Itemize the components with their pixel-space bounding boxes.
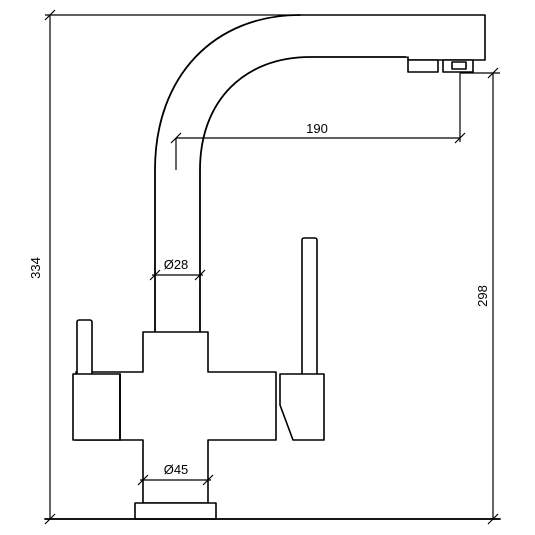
right-handle [279,237,325,441]
spout-inner-edge [199,56,409,333]
spout-diameter-dimension: Ø28 [149,257,206,281]
right-lever [301,237,318,377]
spout-height-label: 298 [475,285,490,307]
left-cartridge [72,373,121,441]
total-height-label: 334 [28,257,43,279]
right-cartridge [279,373,325,441]
spout-height-dimension: 298 [460,67,500,525]
spout-outer-edge [154,14,301,333]
base-diameter-dimension: Ø45 [137,462,214,486]
spout-head [299,14,486,61]
left-lever [76,319,93,376]
reach-dimension: 190 [170,73,466,170]
aerator-nozzle [451,61,467,70]
base-diameter-label: Ø45 [164,462,189,477]
left-handle [72,319,121,441]
spout-diameter-label: Ø28 [164,257,189,272]
base-plate [134,502,217,520]
aerator-left [407,59,439,73]
spout [154,14,486,333]
reach-label: 190 [306,121,328,136]
total-height-dimension: 334 [28,9,500,525]
